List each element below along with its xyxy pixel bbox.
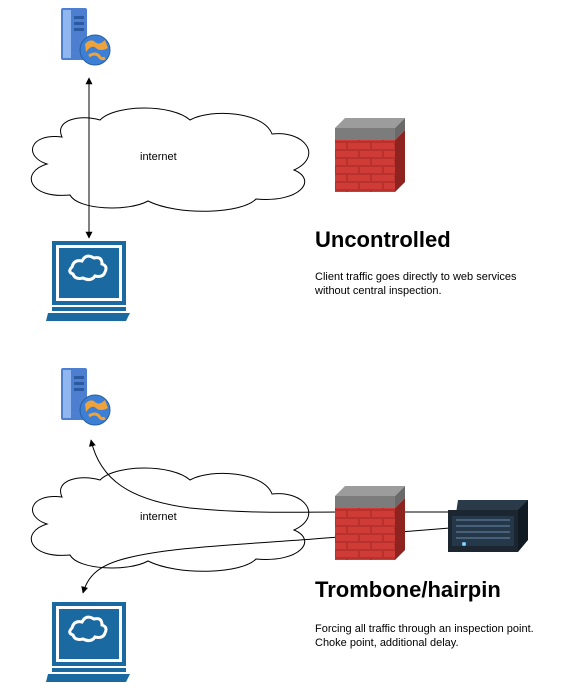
description-line: Choke point, additional delay. (315, 637, 459, 649)
description-line: without central inspection. (315, 285, 442, 297)
scenario-title-trombone: Trombone/hairpin (315, 577, 501, 602)
scenario-uncontrolled: internet (30, 6, 405, 323)
client-computer-icon (44, 600, 132, 684)
scenario-description-trombone: Forcing all traffic through an inspectio… (315, 622, 534, 650)
scenario-title-uncontrolled: Uncontrolled (315, 227, 451, 252)
scenario-description-uncontrolled: Client traffic goes directly to web serv… (315, 270, 517, 298)
client-computer-icon (44, 239, 132, 323)
internet-cloud (30, 467, 310, 572)
internet-cloud (30, 107, 310, 212)
inspection-appliance-icon (447, 499, 529, 553)
web-server-icon (59, 6, 112, 67)
scenario-trombone: internet (30, 366, 529, 684)
cloud-label: internet (140, 151, 177, 163)
firewall-icon (335, 118, 405, 192)
firewall-icon (335, 486, 405, 560)
hairpin-path-upper (88, 439, 450, 513)
cloud-label: internet (140, 511, 177, 523)
description-line: Forcing all traffic through an inspectio… (315, 623, 534, 635)
description-line: Client traffic goes directly to web serv… (315, 271, 517, 283)
web-server-icon (59, 366, 112, 427)
